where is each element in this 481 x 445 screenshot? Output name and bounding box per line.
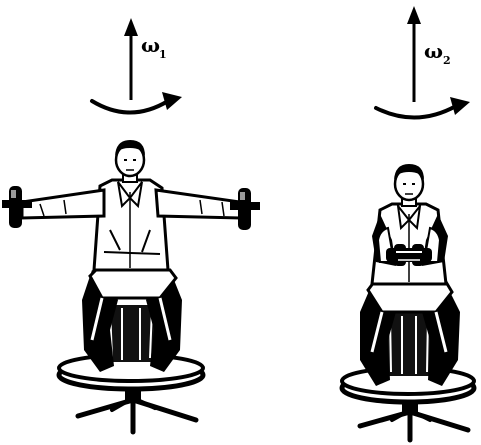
rotation1-arrow <box>92 92 182 113</box>
omega1-subscript: 1 <box>159 48 167 61</box>
omega1-symbol: ω <box>141 33 160 57</box>
omega2-symbol: ω <box>424 39 443 63</box>
omega1-vector: ω 1 <box>124 18 167 100</box>
rotation2-arrow <box>376 97 470 118</box>
omega2-subscript: 2 <box>443 54 451 67</box>
dumbbell-left <box>2 186 32 228</box>
omega2-vector: ω 2 <box>407 6 451 102</box>
dumbbell-right <box>230 188 260 230</box>
figure-left: ω 1 <box>2 18 260 432</box>
stool-left <box>59 305 203 432</box>
figure-right: ω 2 <box>342 6 474 440</box>
